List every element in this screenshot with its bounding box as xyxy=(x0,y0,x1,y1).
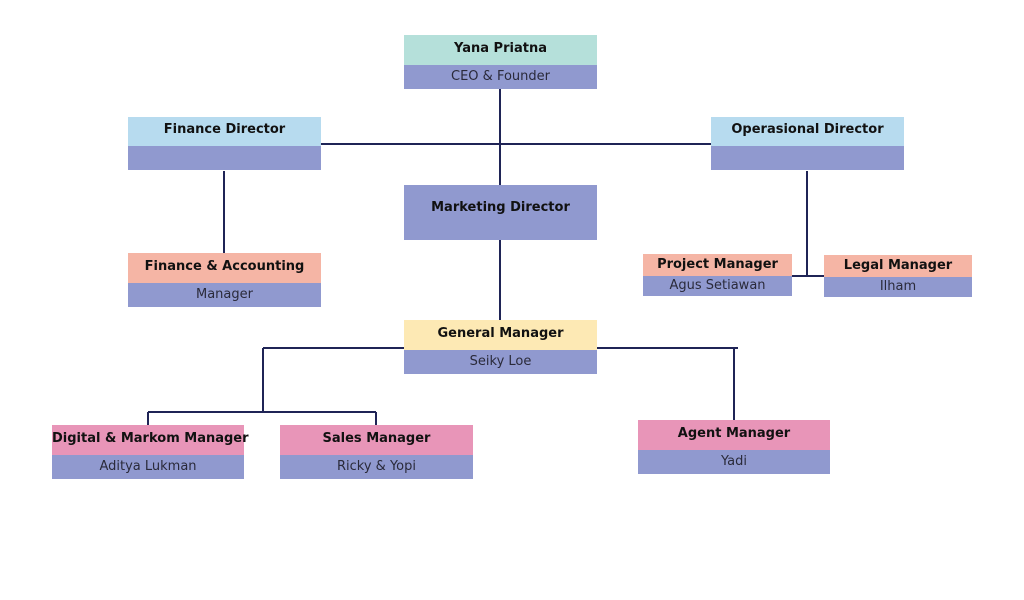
node-legal-manager[interactable]: Legal Manager Ilham xyxy=(824,255,972,297)
operational-director-title: Operasional Director xyxy=(711,117,904,146)
digital-markom-title: Digital & Markom Manager xyxy=(52,425,249,455)
project-manager-title: Project Manager xyxy=(643,254,792,276)
node-marketing-director[interactable]: Marketing Director xyxy=(404,185,597,240)
general-manager-title: General Manager xyxy=(404,320,597,350)
agent-manager-title: Agent Manager xyxy=(638,420,830,450)
sales-manager-title: Sales Manager xyxy=(280,425,473,455)
legal-manager-title: Legal Manager xyxy=(824,255,972,277)
node-sales-manager[interactable]: Sales Manager Ricky & Yopi xyxy=(280,425,473,479)
digital-markom-name: Aditya Lukman xyxy=(52,455,244,479)
node-ceo[interactable]: Yana Priatna CEO & Founder xyxy=(404,35,597,89)
agent-manager-name: Yadi xyxy=(638,450,830,474)
ceo-name: Yana Priatna xyxy=(404,35,597,65)
node-finance-director[interactable]: Finance Director xyxy=(128,117,321,170)
marketing-director-title: Marketing Director xyxy=(404,185,597,240)
node-operational-director[interactable]: Operasional Director xyxy=(711,117,904,170)
finance-director-title: Finance Director xyxy=(128,117,321,146)
node-digital-markom-manager[interactable]: Digital & Markom Manager Aditya Lukman xyxy=(52,425,249,479)
node-general-manager[interactable]: General Manager Seiky Loe xyxy=(404,320,597,374)
node-agent-manager[interactable]: Agent Manager Yadi xyxy=(638,420,830,474)
operational-director-name xyxy=(711,146,904,170)
sales-manager-name: Ricky & Yopi xyxy=(280,455,473,479)
ceo-role: CEO & Founder xyxy=(404,65,597,89)
general-manager-name: Seiky Loe xyxy=(404,350,597,374)
finance-accounting-role: Manager xyxy=(128,283,321,307)
node-finance-accounting[interactable]: Finance & Accounting Manager xyxy=(128,253,321,307)
finance-accounting-title: Finance & Accounting xyxy=(128,253,321,283)
node-project-manager[interactable]: Project Manager Agus Setiawan xyxy=(643,254,792,296)
finance-director-name xyxy=(128,146,321,170)
project-manager-name: Agus Setiawan xyxy=(643,276,792,296)
legal-manager-name: Ilham xyxy=(824,277,972,297)
